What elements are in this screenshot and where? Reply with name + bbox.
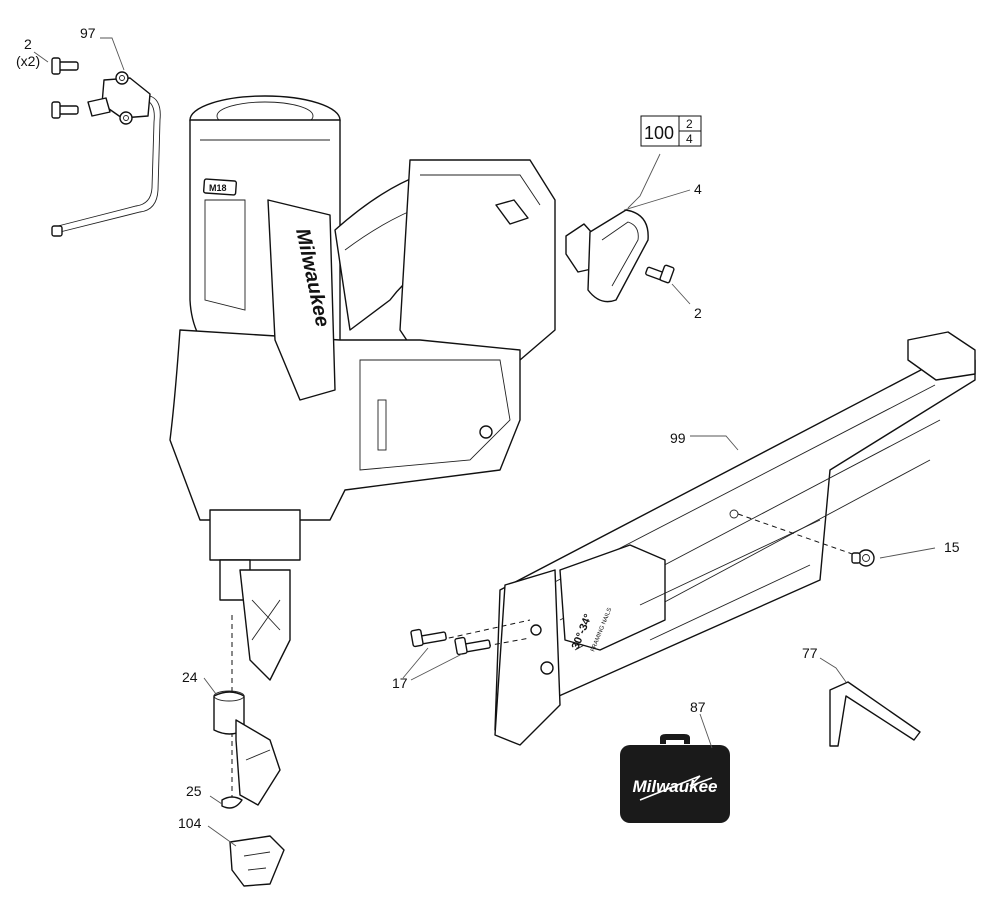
callout-2-upper: 2 — [24, 36, 32, 52]
tool-badge-text: M18 — [209, 183, 227, 193]
part-2-screws-upper-left — [51, 57, 79, 119]
callout-2-qty: (x2) — [16, 53, 40, 69]
part-4-belt-hook — [565, 209, 649, 303]
callout-97: 97 — [80, 25, 96, 41]
callout-104: 104 — [178, 815, 202, 831]
callout-25: 25 — [186, 783, 202, 799]
part-99-magazine: 30°-34° FRAMING NAILS — [494, 331, 976, 746]
part-15-screw — [851, 549, 875, 567]
part-77-hex-key — [829, 681, 921, 747]
callout-87: 87 — [690, 699, 706, 715]
callout-100: 100 — [644, 123, 674, 143]
part-25-clip — [221, 796, 243, 809]
callout-99: 99 — [670, 430, 686, 446]
callout-100-top: 2 — [686, 117, 693, 131]
align-dash-screw-17a — [439, 619, 531, 641]
align-dash-screw-17b — [485, 637, 531, 647]
callout-17: 17 — [392, 675, 408, 691]
leader-lines — [33, 37, 936, 847]
callout-100-box: 100 2 4 — [640, 115, 702, 147]
part-87-carrying-case: Milwaukee — [620, 734, 730, 823]
part-24-nose-piece — [213, 690, 281, 806]
callout-24: 24 — [182, 669, 198, 685]
callout-2-hook: 2 — [694, 305, 702, 321]
align-dash-screw-15 — [737, 513, 859, 557]
part-17-screws — [410, 628, 491, 656]
callout-100-bottom: 4 — [686, 132, 693, 146]
callout-15: 15 — [944, 539, 960, 555]
part-104-no-mar-tip — [229, 835, 285, 887]
part-97-switch-assembly — [51, 71, 161, 237]
callout-77: 77 — [802, 645, 818, 661]
part-2-screw-hook — [645, 264, 675, 284]
callout-labels: 2 (x2) 97 100 2 4 4 2 99 15 17 24 25 104… — [16, 25, 960, 831]
nailer-body: Milwaukee M18 — [169, 95, 556, 681]
callout-4: 4 — [694, 181, 702, 197]
